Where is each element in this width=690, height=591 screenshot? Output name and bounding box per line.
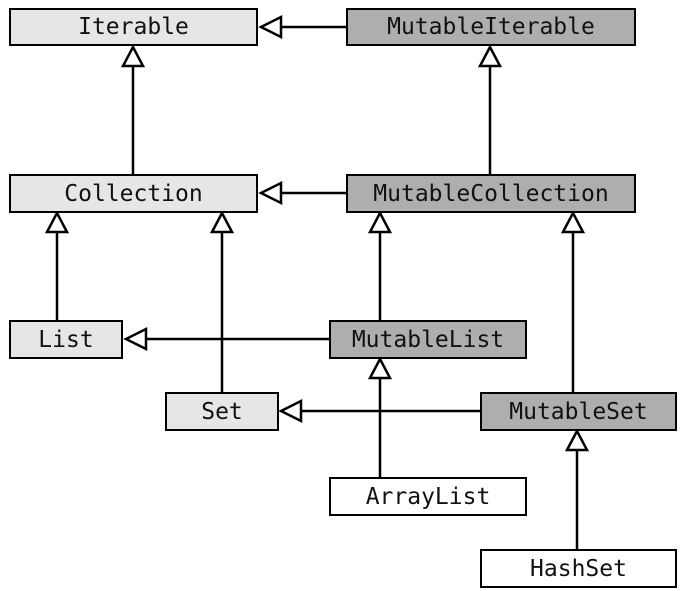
node-iterable: Iterable (9, 8, 258, 46)
node-mutable-set: MutableSet (480, 392, 677, 431)
arrowhead-mutableiterable (477, 44, 503, 68)
arrowhead-iterable-bottom (120, 44, 146, 68)
node-mutable-collection: MutableCollection (346, 174, 636, 213)
arrowhead-mutablecollection-list (367, 210, 393, 234)
arrowhead-mutablelist (367, 356, 393, 380)
node-array-list: ArrayList (329, 477, 527, 516)
node-mutable-iterable: MutableIterable (346, 8, 636, 46)
arrowhead-collection-list (44, 210, 70, 234)
node-collection: Collection (9, 174, 258, 213)
node-hash-set: HashSet (480, 549, 677, 588)
arrowhead-mutablecollection-set (560, 210, 586, 234)
node-list: List (9, 320, 123, 359)
arrowhead-iterable (258, 14, 283, 40)
node-mutable-list: MutableList (329, 320, 527, 359)
arrowhead-list (123, 326, 148, 352)
node-set: Set (165, 392, 279, 431)
arrowhead-mutableset (564, 428, 590, 452)
arrowhead-collection-side (258, 180, 283, 206)
arrowhead-collection-set (209, 210, 235, 234)
arrowhead-set (278, 398, 303, 424)
